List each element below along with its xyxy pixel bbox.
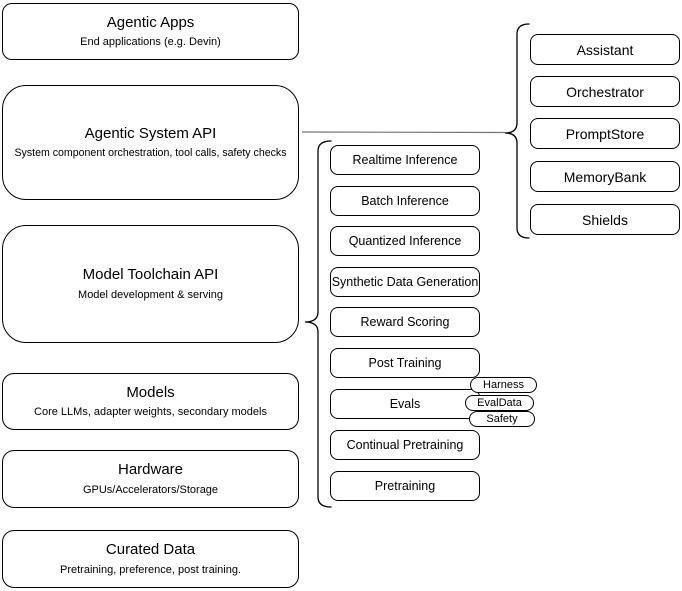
node-models: Models Core LLMs, adapter weights, secon…: [2, 373, 299, 430]
node-realtime-inference: Realtime Inference: [330, 145, 480, 175]
node-model-toolchain-api: Model Toolchain API Model development & …: [2, 225, 299, 343]
node-batch-inference: Batch Inference: [330, 186, 480, 216]
node-title: Curated Data: [105, 541, 196, 559]
node-safety: Safety: [469, 411, 535, 427]
toolchain-services-brace: [304, 140, 332, 508]
system-api-connector-line: [301, 131, 506, 134]
node-shields: Shields: [530, 204, 680, 235]
node-memorybank: MemoryBank: [530, 161, 680, 192]
node-reward-scoring: Reward Scoring: [330, 307, 480, 337]
node-title: Agentic System API: [84, 124, 217, 142]
node-title: Agentic Apps: [106, 13, 195, 31]
system-components-brace: [504, 23, 530, 239]
node-subtitle: System component orchestration, tool cal…: [14, 147, 287, 160]
node-title: Models: [126, 383, 175, 401]
node-orchestrator: Orchestrator: [530, 76, 680, 107]
node-agentic-apps: Agentic Apps End applications (e.g. Devi…: [2, 3, 299, 60]
node-continual-pretraining: Continual Pretraining: [330, 430, 480, 460]
node-subtitle: Model development & serving: [78, 288, 223, 301]
node-subtitle: Core LLMs, adapter weights, secondary mo…: [34, 406, 267, 419]
node-evals: Evals: [330, 389, 480, 419]
node-quantized-inference: Quantized Inference: [330, 226, 480, 256]
node-subtitle: Pretraining, preference, post training.: [60, 563, 241, 576]
node-evaldata: EvalData: [465, 395, 534, 411]
node-subtitle: End applications (e.g. Devin): [80, 36, 221, 49]
node-agentic-system-api: Agentic System API System component orch…: [2, 85, 299, 200]
node-subtitle: GPUs/Accelerators/Storage: [82, 483, 219, 496]
node-title: Model Toolchain API: [82, 266, 219, 284]
node-curated-data: Curated Data Pretraining, preference, po…: [2, 530, 299, 588]
node-hardware: Hardware GPUs/Accelerators/Storage: [2, 450, 299, 508]
node-pretraining: Pretraining: [330, 471, 480, 501]
node-post-training: Post Training: [330, 348, 480, 378]
node-title: Hardware: [117, 461, 184, 479]
node-assistant: Assistant: [530, 34, 680, 65]
node-harness: Harness: [470, 377, 537, 393]
node-promptstore: PromptStore: [530, 118, 680, 149]
node-synthetic-data-generation: Synthetic Data Generation: [330, 267, 480, 297]
